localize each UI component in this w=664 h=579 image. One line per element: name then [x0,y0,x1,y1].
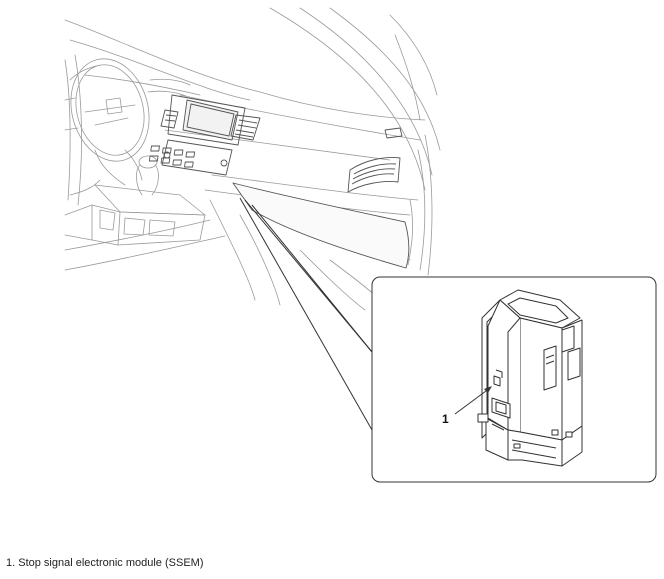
legend-item-1: 1. Stop signal electronic module (SSEM) [6,557,204,569]
ssem-module-illustration [477,289,583,467]
callout-1-leader [454,387,491,415]
callout-1: 1 [442,386,492,426]
car-interior-illustration [64,7,441,311]
center-stack [148,94,410,269]
detail-leader-lines [239,197,373,431]
callout-1-arrowhead [484,386,492,393]
callout-1-number: 1 [442,412,449,426]
